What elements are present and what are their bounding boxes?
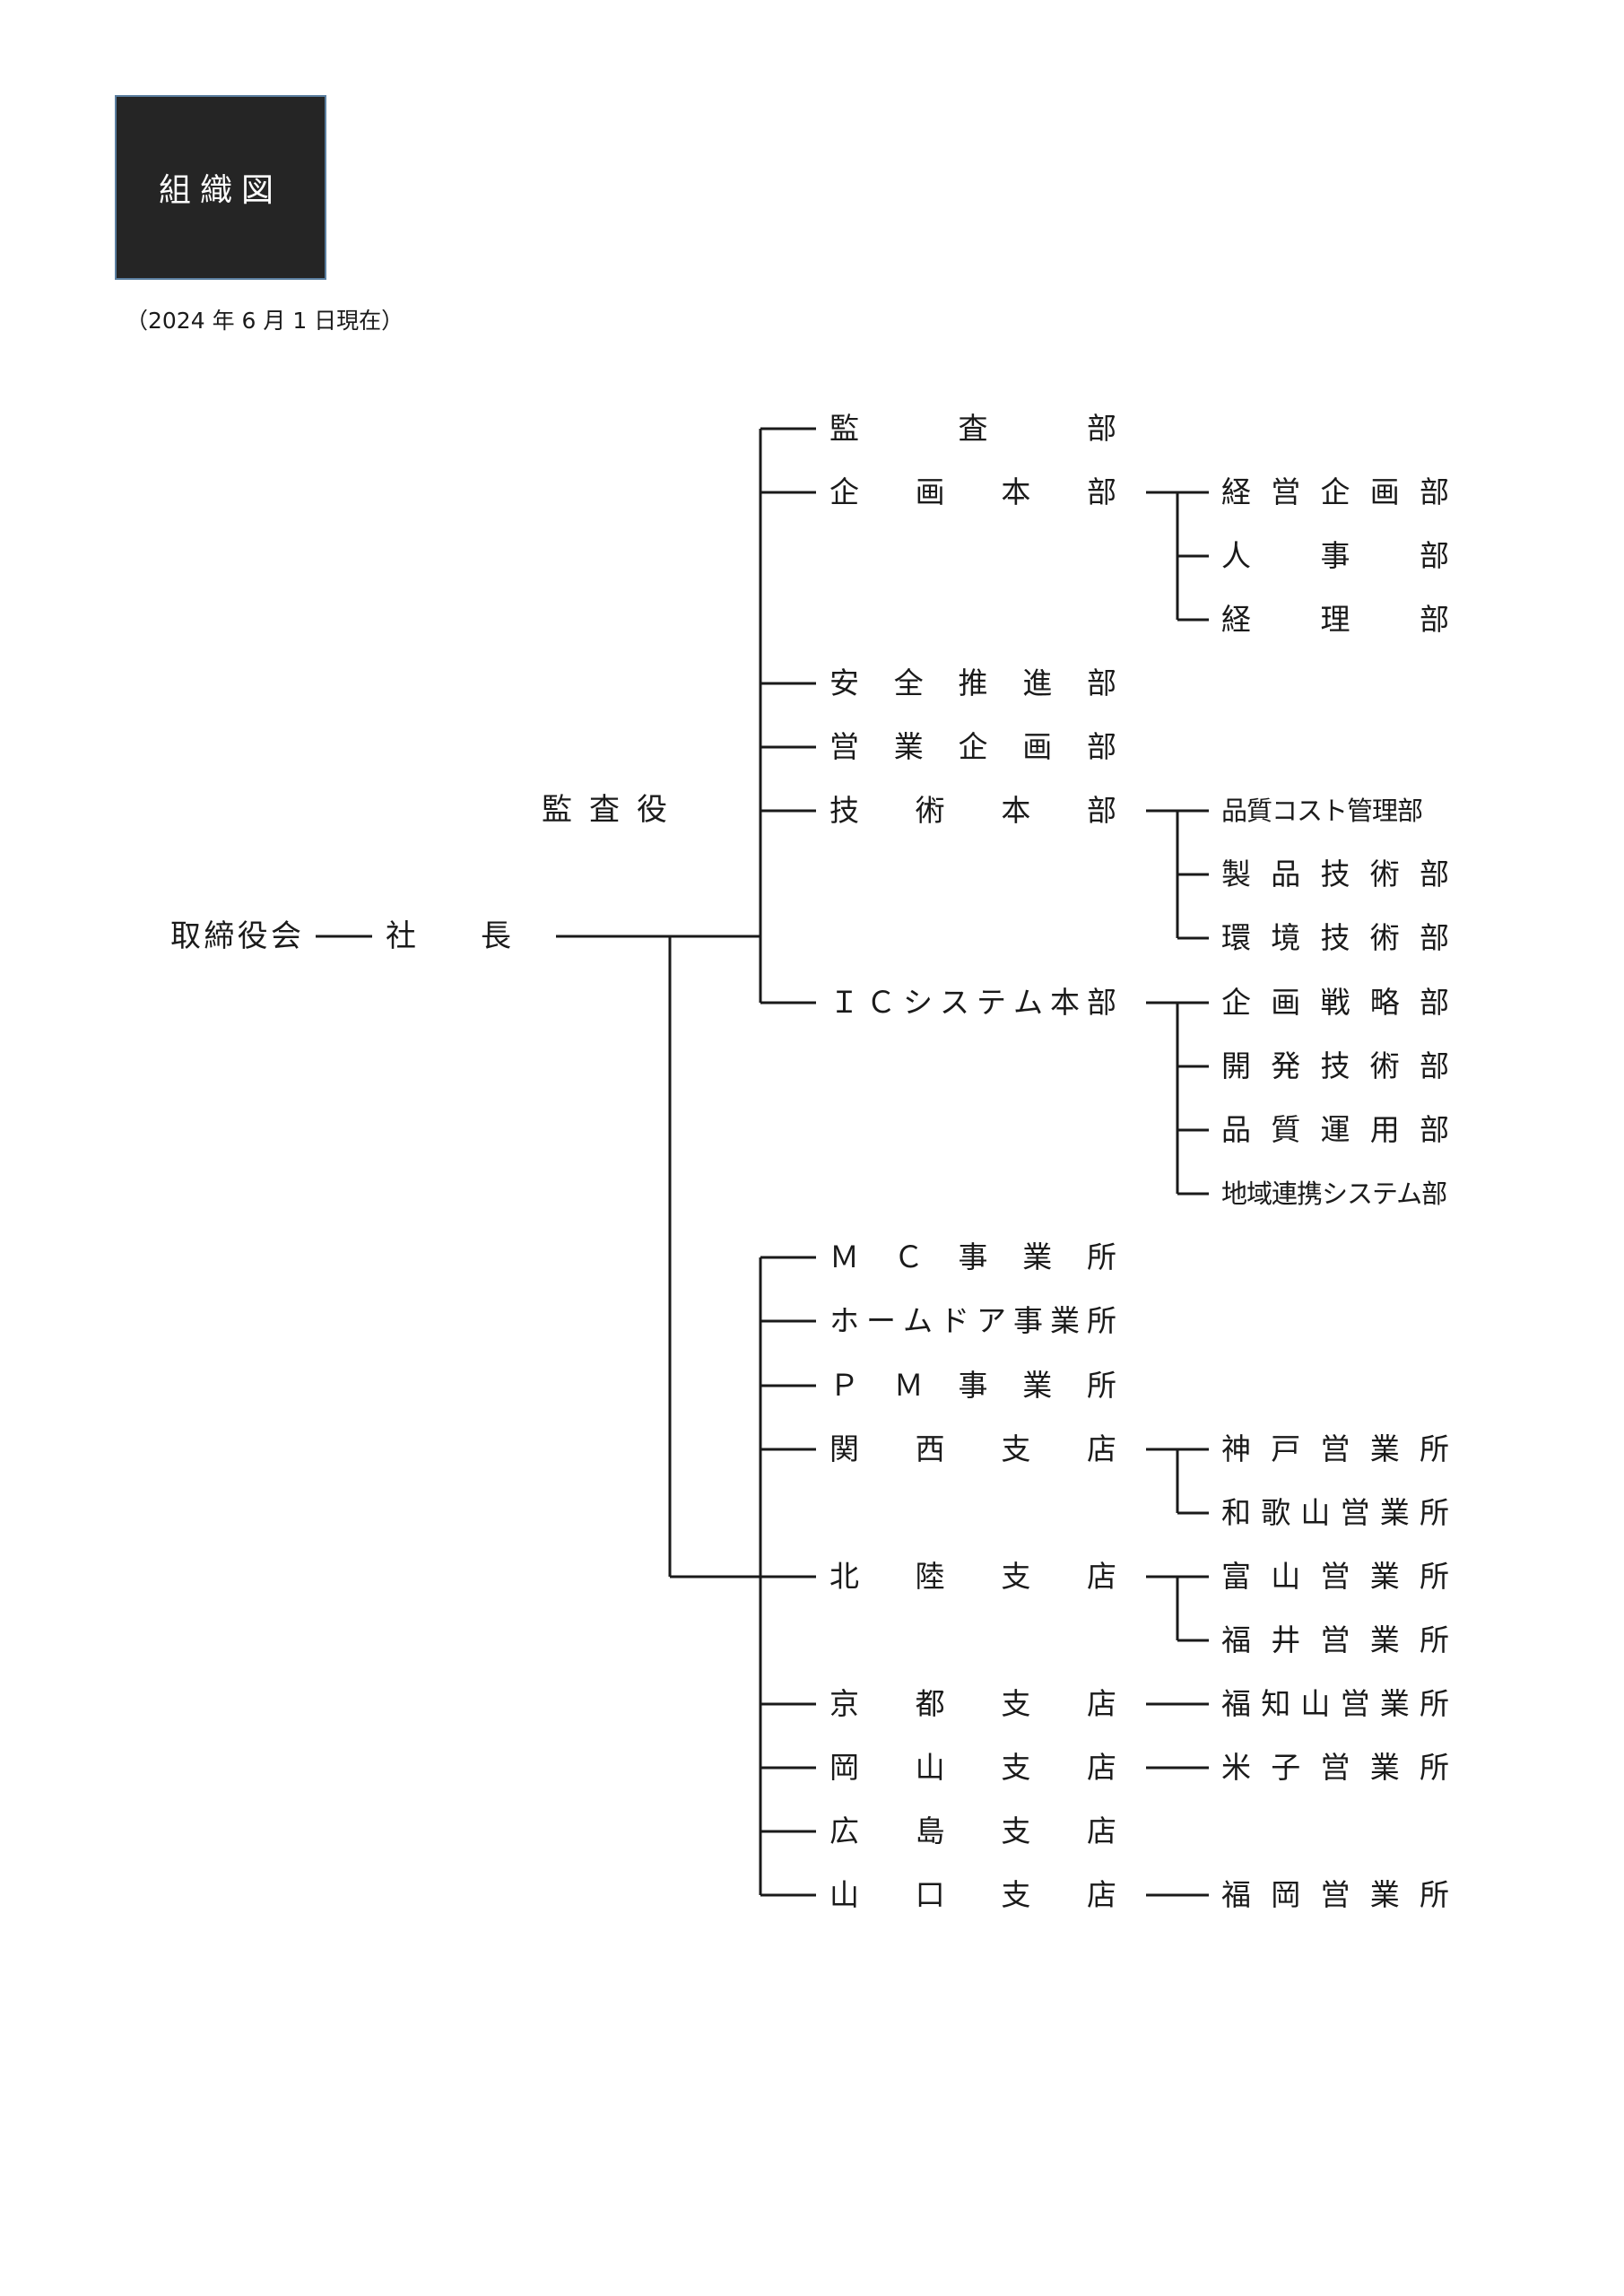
sub-dept-node: 開発技術部 <box>1221 1048 1449 1083</box>
sub-dept-node: 経理部 <box>1221 602 1449 637</box>
chart-title: 組織図 <box>158 172 282 209</box>
president: 社長 <box>386 918 511 954</box>
dept-node: 監査部 <box>829 411 1116 446</box>
sub-dept-node: 品質運用部 <box>1221 1112 1449 1147</box>
sub-dept-node: 福知山営業所 <box>1221 1686 1449 1721</box>
sub-dept-node: 地域連携システム部 <box>1221 1178 1447 1209</box>
sub-dept-node: 品質コスト管理部 <box>1221 796 1423 826</box>
sub-dept-node: 製品技術部 <box>1221 857 1449 891</box>
as-of-date: （2024 年 6 月 1 日現在） <box>126 308 404 334</box>
board-of-directors: 取締役会 <box>170 918 301 954</box>
dept-node: 関西支店 <box>829 1431 1116 1466</box>
sub-dept-node: 神戸営業所 <box>1221 1431 1449 1466</box>
sub-dept-node: 人事部 <box>1221 538 1449 573</box>
sub-dept-node: 福岡営業所 <box>1221 1877 1449 1912</box>
dept-node: 営業企画部 <box>829 729 1116 764</box>
dept-node: 広島支店 <box>829 1813 1116 1848</box>
dept-node: 京都支店 <box>829 1686 1116 1721</box>
title-box: 組織図 <box>115 95 326 280</box>
corporate-auditor: 監査役 <box>542 792 667 828</box>
sub-dept-node: 経営企画部 <box>1221 474 1449 509</box>
dept-node: 岡山支店 <box>829 1750 1116 1785</box>
dept-node: ホームドア事業所 <box>829 1303 1116 1338</box>
sub-dept-node: 企画戦略部 <box>1221 985 1449 1020</box>
dept-node: 技術本部 <box>829 793 1116 828</box>
dept-node: 山口支店 <box>829 1877 1116 1912</box>
sub-dept-node: 福井営業所 <box>1221 1622 1449 1657</box>
dept-node: 北陸支店 <box>829 1559 1116 1594</box>
dept-node: 企画本部 <box>829 474 1116 509</box>
sub-dept-node: 環境技術部 <box>1221 920 1449 955</box>
sub-dept-node: 富山営業所 <box>1221 1559 1449 1594</box>
sub-dept-node: 米子営業所 <box>1221 1750 1449 1785</box>
sub-dept-node: 和歌山営業所 <box>1221 1495 1449 1530</box>
dept-node: 安全推進部 <box>829 665 1116 700</box>
